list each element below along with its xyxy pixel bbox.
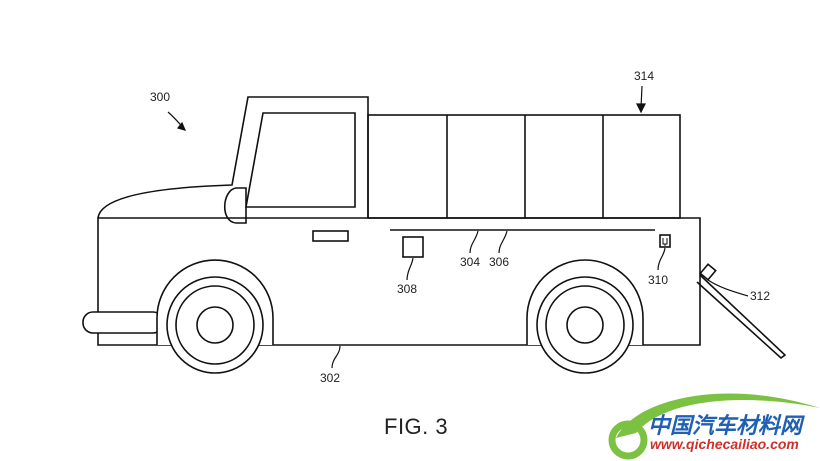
rear-wheel xyxy=(526,259,644,374)
label-312: 312 xyxy=(750,289,770,303)
watermark-chinese-text: 中国汽车材料网 xyxy=(648,413,803,438)
watermark-url: www.qichecailiao.com xyxy=(650,436,799,452)
label-304: 304 xyxy=(460,255,480,269)
front-wheel xyxy=(156,259,274,374)
storage-compartments xyxy=(367,114,681,219)
connector-310 xyxy=(659,234,671,248)
watermark-logo: 中国汽车材料网 www.qichecailiao.com xyxy=(596,378,820,461)
label-300: 300 xyxy=(150,90,170,104)
door-handle xyxy=(312,230,349,242)
watermark-swoosh-icon xyxy=(608,393,820,460)
vehicle-body xyxy=(82,217,701,346)
label-310: 310 xyxy=(648,273,668,287)
label-308: 308 xyxy=(397,282,417,296)
leader-lines xyxy=(167,85,749,369)
ramp-312 xyxy=(696,263,787,360)
module-308 xyxy=(402,236,424,258)
label-306: 306 xyxy=(489,255,509,269)
cab xyxy=(97,96,369,242)
label-314: 314 xyxy=(634,69,654,83)
label-302: 302 xyxy=(320,371,340,385)
mirror xyxy=(223,187,247,224)
figure-caption: FIG. 3 xyxy=(384,414,449,439)
